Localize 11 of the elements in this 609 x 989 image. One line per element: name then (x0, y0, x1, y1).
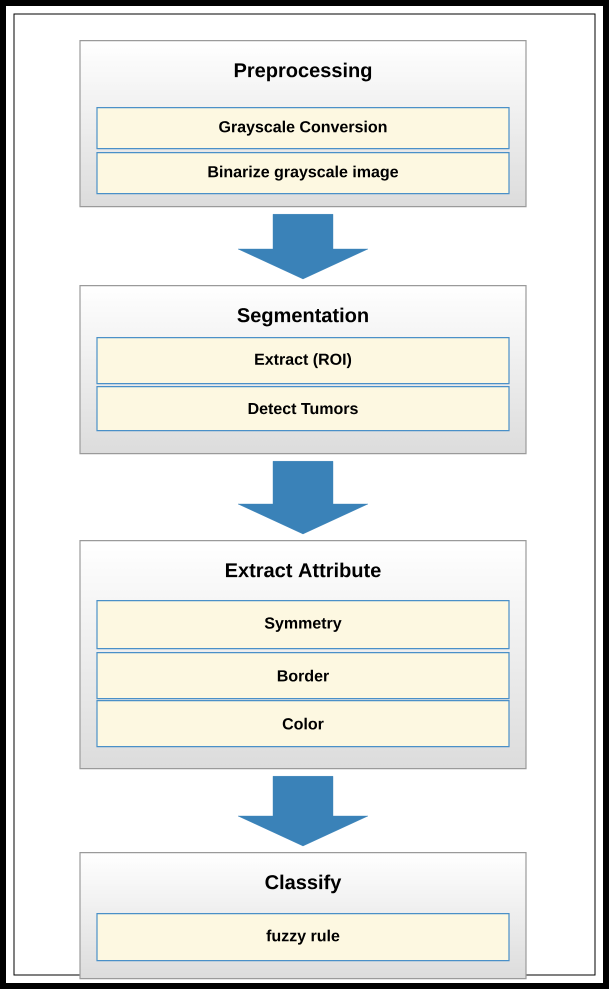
arrow (238, 461, 368, 534)
step-box: Color (96, 700, 510, 748)
step-box: Detect Tumors (96, 386, 510, 432)
step-box: fuzzy rule (96, 913, 510, 962)
step-box: Binarize grayscale image (96, 152, 510, 194)
arrow (238, 214, 368, 280)
step-box: Grayscale Conversion (96, 107, 510, 150)
step-box: Extract (ROI) (96, 337, 510, 384)
step-box: Border (96, 652, 510, 700)
arrow (238, 776, 368, 846)
step-box: Symmetry (96, 600, 510, 650)
